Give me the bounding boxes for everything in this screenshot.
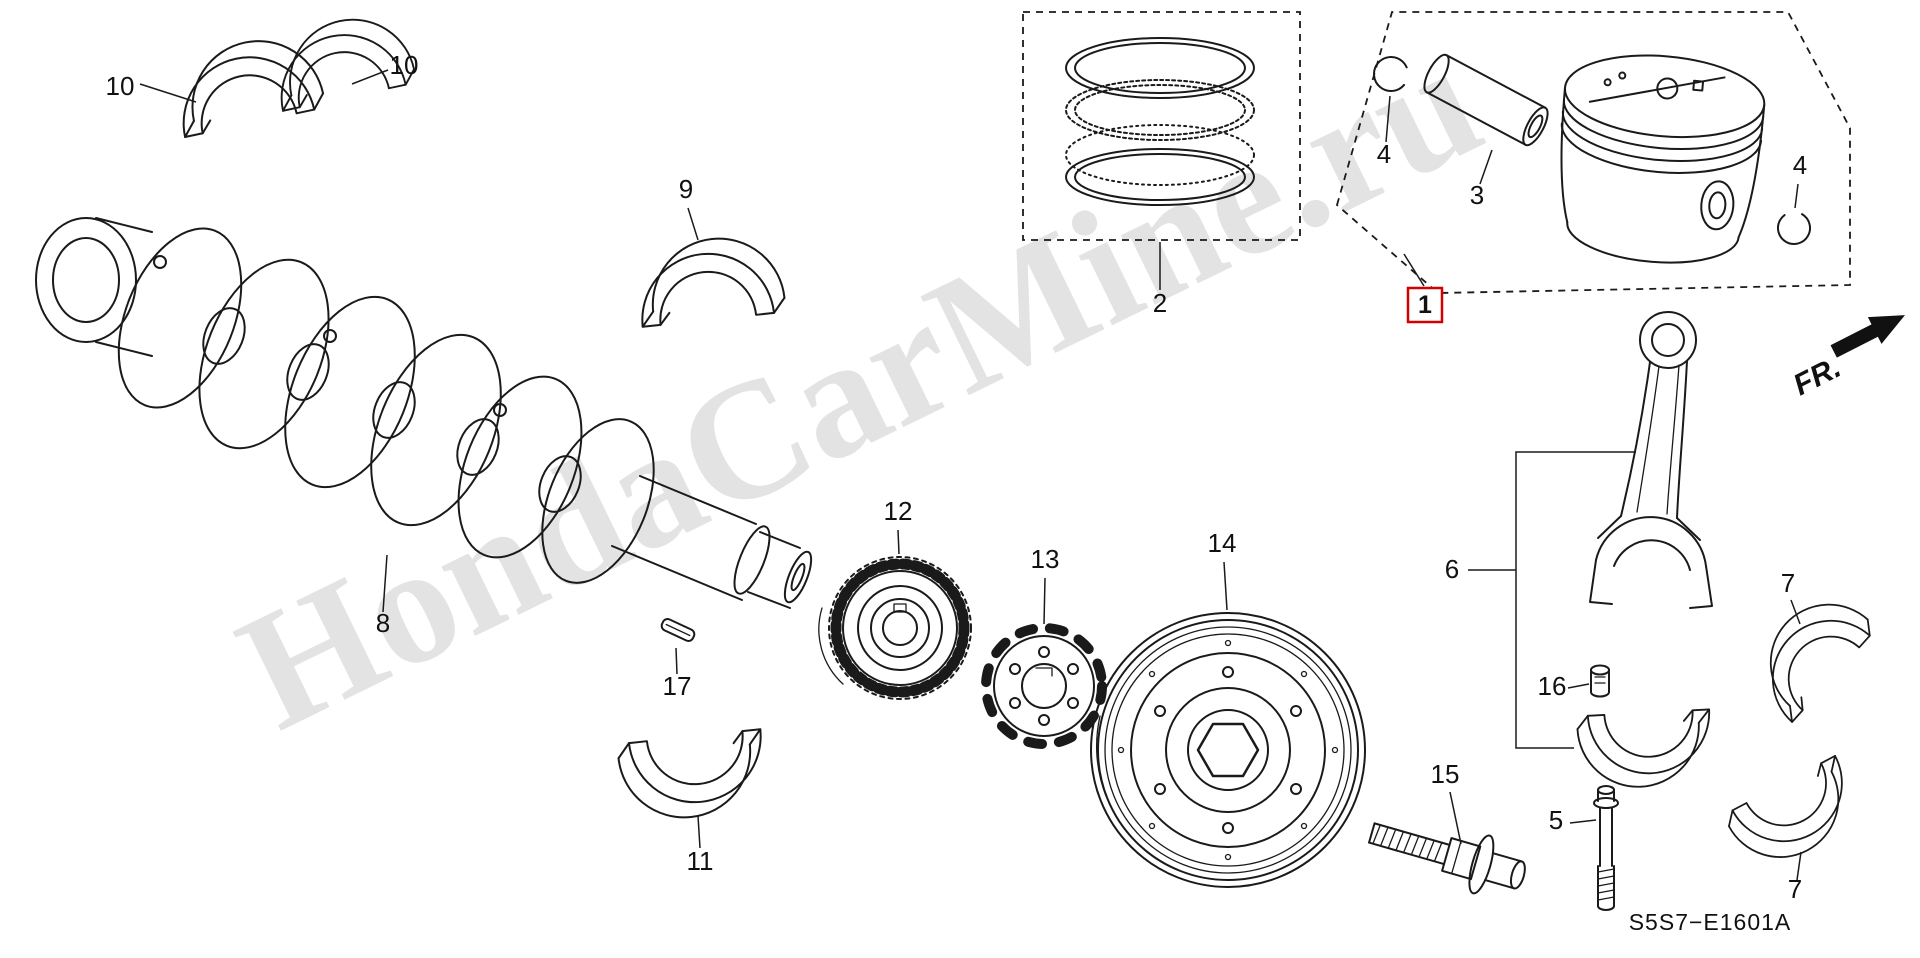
callout-3[interactable]: 3 (1470, 180, 1484, 210)
callout-16[interactable]: 16 (1538, 671, 1567, 701)
crankshaft-drawing (35, 217, 813, 609)
pulse-plate-drawing (981, 623, 1107, 749)
rod-cap-drawing (1575, 708, 1714, 791)
connecting-rod-drawing (1589, 311, 1713, 609)
pin-clip-right-drawing (1777, 211, 1811, 245)
main-bearing-shell-11-drawing (616, 728, 770, 825)
callout-2[interactable]: 2 (1153, 288, 1167, 318)
ring-set-box (1022, 11, 1301, 241)
fr-arrow-icon (1830, 315, 1905, 358)
callout-13[interactable]: 13 (1031, 544, 1060, 574)
callout-17[interactable]: 17 (663, 671, 692, 701)
callout-9[interactable]: 9 (679, 174, 693, 204)
callout-1-label: 1 (1418, 291, 1432, 319)
callout-12[interactable]: 12 (884, 496, 913, 526)
main-bearing-shell-9-drawing (633, 231, 787, 328)
fr-direction-label: FR. (1788, 351, 1846, 402)
callout-4-right[interactable]: 4 (1793, 150, 1807, 180)
rod-bearing-shell-7-top-drawing (1738, 579, 1878, 723)
rod-bearing-shell-7-bottom-drawing (1722, 754, 1869, 879)
pulley-bolt-drawing (1368, 822, 1526, 895)
piston-rings-drawing (1065, 37, 1255, 206)
callout-10-left[interactable]: 10 (106, 71, 135, 101)
callout-7-top[interactable]: 7 (1781, 568, 1795, 598)
callout-14[interactable]: 14 (1208, 528, 1237, 558)
callout-10-right[interactable]: 10 (390, 50, 419, 80)
piston-drawing (1560, 54, 1766, 264)
selected-callout-1[interactable]: 1 (1406, 286, 1444, 324)
selected-callout-box (1406, 286, 1444, 324)
piston-pin-drawing (1423, 53, 1549, 147)
rod-nut-drawing (1590, 664, 1610, 698)
callout-11[interactable]: 11 (687, 846, 714, 876)
piston-assembly-box (1335, 11, 1851, 294)
callout-6[interactable]: 6 (1445, 554, 1459, 584)
pin-clip-left-drawing (1373, 56, 1409, 92)
rod-bolt-drawing (1593, 785, 1619, 911)
callout-15[interactable]: 15 (1431, 759, 1460, 789)
callout-8[interactable]: 8 (376, 608, 390, 638)
callout-4-left[interactable]: 4 (1377, 139, 1391, 169)
timing-gear-drawing (818, 556, 972, 700)
crank-pulley-drawing (1090, 612, 1366, 888)
leader-lines (139, 69, 1802, 881)
diagram-code: S5S7−E1601A (1629, 909, 1792, 935)
callout-7-bottom[interactable]: 7 (1788, 874, 1802, 904)
key-drawing (660, 618, 696, 642)
callout-5[interactable]: 5 (1549, 805, 1563, 835)
